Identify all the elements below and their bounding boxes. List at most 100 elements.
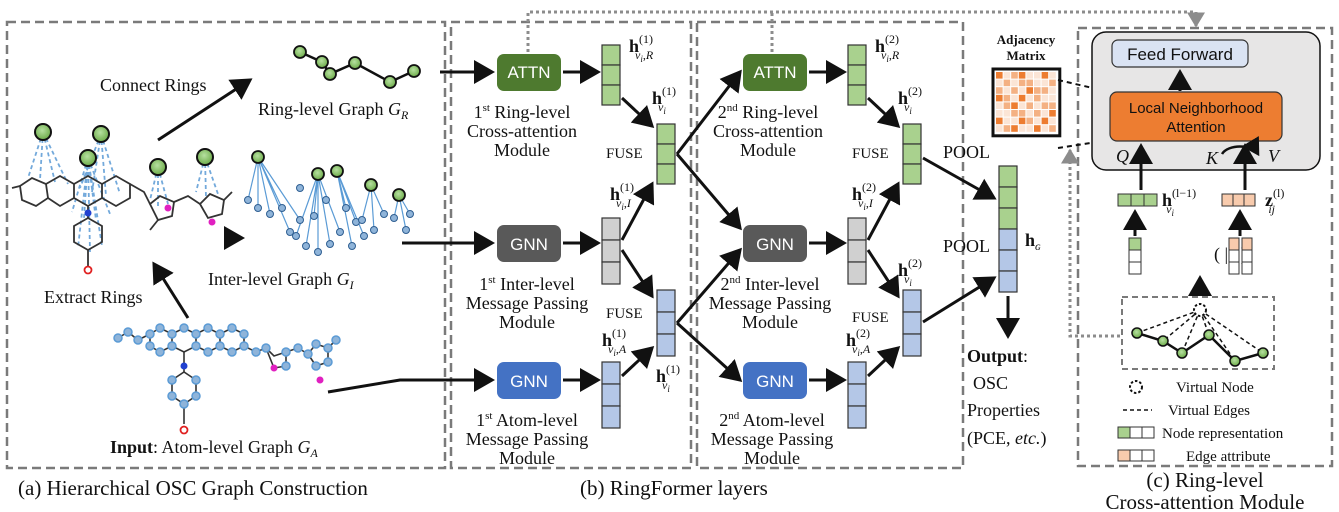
feed-forward-label: Feed Forward [1127, 45, 1233, 64]
graph-embedding-vector [998, 165, 1018, 293]
ring1-to-fuse-arrow [620, 96, 655, 129]
pool-bot-label: POOL [943, 236, 990, 256]
attn-block-1 [497, 54, 561, 91]
panel-a-frame [5, 20, 447, 470]
inter2-to-fuse-bot-arrow [866, 249, 900, 299]
local-graph-frame [1121, 296, 1275, 370]
fuse-bot-1-label: FUSE [606, 306, 643, 322]
h-input-label: h(l−1)vi [1162, 186, 1196, 218]
ring-level-graph [293, 45, 421, 89]
vec-ring-1 [601, 44, 621, 106]
attn-block-2-label: ATTN [753, 63, 796, 82]
ring-graph-label: Ring-level Graph GR [258, 99, 409, 122]
legend-node-representation: Node representation [1162, 426, 1284, 442]
node-repr-legend-icon [1117, 426, 1155, 439]
layer1-frame [449, 20, 693, 470]
pool-top-label: POOL [943, 142, 990, 162]
gnn-atom-block-2-label: GNN [756, 372, 794, 391]
attn-block-1-label: ATTN [507, 63, 550, 82]
edge-column-vectors [1228, 237, 1253, 275]
vec-fuse-bot-1 [656, 289, 676, 357]
h-inter-2-label: h(2)vi,I [852, 180, 876, 212]
h-fuse-bot-2-label: h(2)vi [898, 256, 922, 288]
pool-bot-arrow [922, 276, 997, 324]
feed-forward-block [1111, 39, 1249, 68]
gnn-inter-block-2 [743, 225, 807, 262]
edge-attr-vector [1221, 193, 1256, 207]
layer2-frame [695, 20, 965, 470]
connect-rings-arrow [157, 78, 253, 142]
gnn-atom-block-1-label: GNN [510, 372, 548, 391]
attention-detail-connector [526, 10, 1205, 52]
extract-rings-label: Extract Rings [44, 287, 142, 307]
caption-a: (a) Hierarchical OSC Graph Construction [18, 476, 368, 500]
node-repr-vector [1117, 193, 1158, 207]
fuse1-top-to-gnn2-arrow [675, 153, 742, 231]
vec-inter-1 [601, 217, 621, 285]
connect-rings-label: Connect Rings [100, 75, 207, 95]
q-label: Q [1116, 146, 1129, 166]
atom-level-molecule [113, 323, 341, 435]
atom-to-gnn-arrow [327, 368, 495, 394]
vec-fuse-top-1 [656, 123, 676, 185]
output-label: Output: [967, 346, 1028, 366]
local-attention-label-line2: Attention [1166, 119, 1225, 136]
h-fuse-top-2-label: h(2)vi [898, 84, 922, 116]
kv-arrow [1220, 135, 1260, 157]
local-graph [1131, 303, 1269, 367]
edge-attr-legend-icon [1117, 449, 1155, 462]
virtual-node-icon [1129, 380, 1143, 394]
legend-virtual-node: Virtual Node [1176, 380, 1254, 396]
vec-fuse-top-2 [902, 123, 922, 185]
vec-ring-2 [847, 44, 867, 106]
h-atom-1-label: h(1)vi,A [602, 326, 627, 358]
local-attention-label-line1: Local Neighborhood [1129, 100, 1263, 117]
fuse-top-2-label: FUSE [852, 146, 889, 162]
gnn-atom-block-1 [497, 362, 561, 399]
inter2-to-fuse-top-arrow [866, 181, 901, 241]
gnn-inter-block-1 [497, 225, 561, 262]
vec-atom-2 [847, 361, 867, 429]
h-fuse-bot-1-label: h(1)vi [656, 362, 680, 394]
k-label: K [1205, 148, 1219, 168]
h-fuse-top-1-label: h(1)vi [652, 84, 676, 116]
gnn-inter-block-2-label: GNN [756, 235, 794, 254]
attn-block-2 [743, 54, 807, 91]
adjacency-label-line2: Matrix [1007, 48, 1046, 63]
extract-rings-arrow [152, 261, 190, 319]
h-inter-1-label: h(1)vi,I [610, 180, 634, 212]
caption-b: (b) RingFormer layers [580, 476, 768, 500]
caption-c-line2: Cross-attention Module [1106, 490, 1305, 512]
vec-atom-1 [601, 361, 621, 429]
inter1-to-fuse-bot-arrow [620, 249, 654, 299]
osc-label: OSC [973, 373, 1008, 393]
fuse-top-1-label: FUSE [606, 146, 643, 162]
node-column-vector [1128, 237, 1142, 275]
molecule-ring-view [11, 123, 233, 275]
hg-label: hɢ [1025, 230, 1041, 253]
h-ring-2-label: h(2)vi,R [875, 32, 900, 64]
fuse-bot-2-label: FUSE [852, 310, 889, 326]
inter-graph-label: Inter-level Graph GI [208, 269, 355, 292]
atom1-to-fuse-arrow [620, 345, 655, 378]
fuse1-bot-to-gnn2-atom-arrow [675, 321, 743, 383]
inter-level-graph [244, 150, 414, 256]
pool-top-arrow [922, 156, 997, 200]
z-input-label: z(l)ij [1265, 186, 1284, 216]
adjacency-label-line1: Adjacency [997, 32, 1056, 47]
pce-label: (PCE, etc.) [967, 428, 1047, 449]
input-label: Input: Atom-level Graph GA [110, 437, 319, 460]
ring2-to-fuse-arrow [866, 96, 901, 129]
v-label: V [1268, 146, 1281, 166]
h-ring-1-label: h(1)vi,R [629, 32, 654, 64]
inter1-to-fuse-top-arrow [620, 181, 655, 241]
local-attention-block [1109, 91, 1283, 142]
properties-label: Properties [967, 400, 1040, 420]
caption-c-line1: (c) Ring-level [1146, 468, 1263, 492]
fuse1-top-to-attn2-arrow [675, 69, 742, 155]
